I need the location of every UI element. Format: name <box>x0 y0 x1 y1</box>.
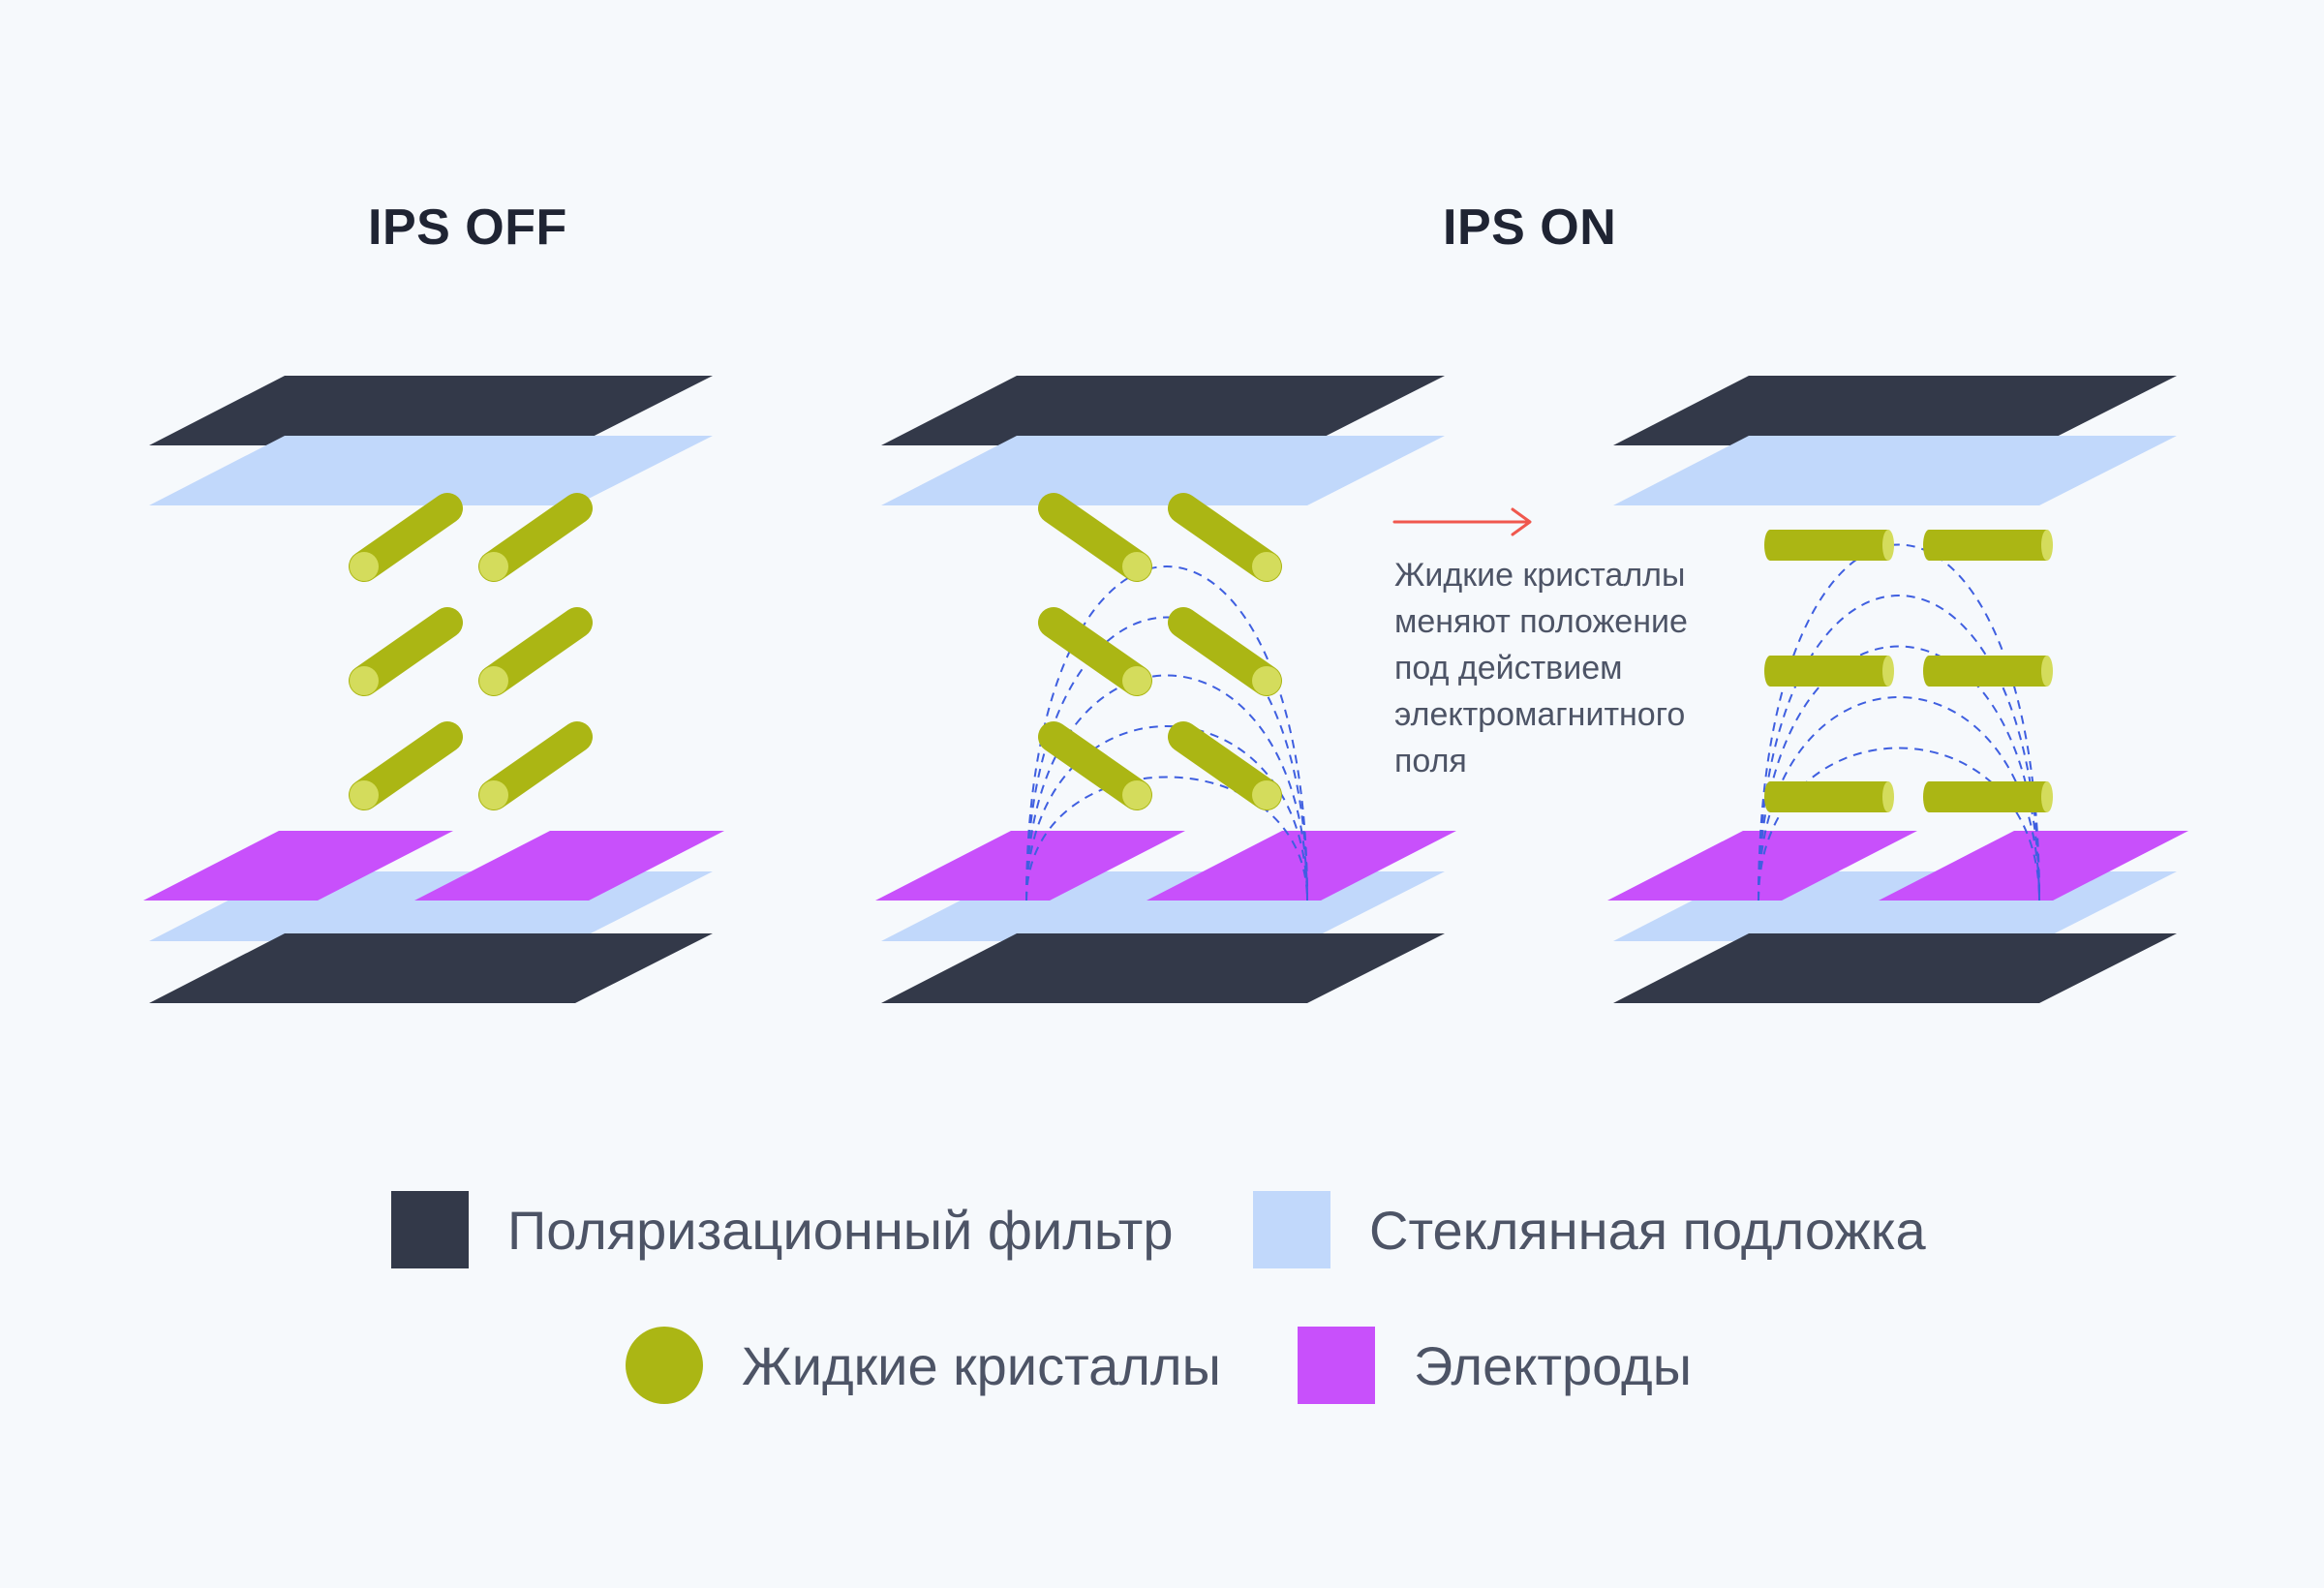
top-glass <box>1613 436 2177 505</box>
electrode-right <box>414 831 724 901</box>
field-line <box>1025 725 1308 901</box>
top-polarizer <box>149 376 713 445</box>
crystal-rod <box>1923 656 2053 687</box>
crystal-rod <box>1764 530 1894 561</box>
crystal-rod <box>1764 656 1894 687</box>
crystal-rod <box>349 721 463 810</box>
legend-electrodes-label: Электроды <box>1414 1334 1692 1396</box>
bottom-polarizer <box>881 933 1445 1003</box>
bottom-polarizer <box>1613 933 2177 1003</box>
title-ips-off: IPS OFF <box>368 199 567 256</box>
legend-glass-label: Стеклянная подложка <box>1369 1199 1926 1261</box>
note-line: меняют положение <box>1394 603 1688 640</box>
field-line <box>1025 565 1308 901</box>
panel-ips-on-switching <box>875 376 1456 1003</box>
glass-swatch-icon <box>1253 1191 1330 1268</box>
crystal-rod <box>1038 607 1152 696</box>
electrode-right <box>1147 831 1456 901</box>
crystal-rod <box>1038 493 1152 582</box>
crystal-rod <box>478 493 593 582</box>
panel-ips-off <box>143 376 724 1003</box>
polarizer-swatch-icon <box>391 1191 469 1268</box>
crystal-rod <box>478 607 593 696</box>
crystal-rod <box>1168 607 1282 696</box>
arrow-right-icon <box>1392 507 1532 536</box>
top-glass <box>149 436 713 505</box>
crystal-rod <box>349 493 463 582</box>
crystal-rod <box>1168 493 1282 582</box>
crystal-rod <box>1923 530 2053 561</box>
note-line: электромагнитного <box>1394 696 1686 733</box>
bottom-polarizer <box>149 933 713 1003</box>
note-line: под действием <box>1394 650 1623 687</box>
crystal-rod <box>1923 781 2053 812</box>
panel-ips-on-aligned <box>1607 376 2188 1003</box>
legend-glass: Стеклянная подложка <box>1253 1191 1926 1268</box>
field-line <box>1758 595 2040 901</box>
field-line <box>1758 543 2040 901</box>
field-line <box>1758 645 2040 901</box>
note-line: поля <box>1394 743 1467 779</box>
field-line <box>1758 747 2040 901</box>
top-glass <box>881 436 1445 505</box>
electrode-swatch-icon <box>1298 1327 1375 1404</box>
field-line <box>1025 616 1308 901</box>
field-line <box>1025 776 1308 901</box>
legend-crystals: Жидкие кристаллы <box>626 1327 1221 1404</box>
legend-polarizer: Поляризационный фильтр <box>391 1191 1173 1268</box>
explanation-note: Жидкие кристаллы меняют положение под де… <box>1394 552 1801 784</box>
electrode-right <box>1879 831 2188 901</box>
title-ips-on: IPS ON <box>1443 199 1617 256</box>
crystal-rod <box>349 607 463 696</box>
electrode-left <box>143 831 453 901</box>
legend-crystals-label: Жидкие кристаллы <box>742 1334 1221 1396</box>
note-line: Жидкие кристаллы <box>1394 557 1686 594</box>
crystal-swatch-icon <box>626 1327 703 1404</box>
legend-polarizer-label: Поляризационный фильтр <box>507 1199 1174 1261</box>
field-line <box>1025 674 1308 901</box>
legend-electrodes: Электроды <box>1298 1327 1692 1404</box>
top-polarizer <box>881 376 1445 445</box>
crystal-rod <box>1764 781 1894 812</box>
top-polarizer <box>1613 376 2177 445</box>
crystal-rod <box>1038 721 1152 810</box>
crystal-rod <box>478 721 593 810</box>
crystal-rod <box>1168 721 1282 810</box>
